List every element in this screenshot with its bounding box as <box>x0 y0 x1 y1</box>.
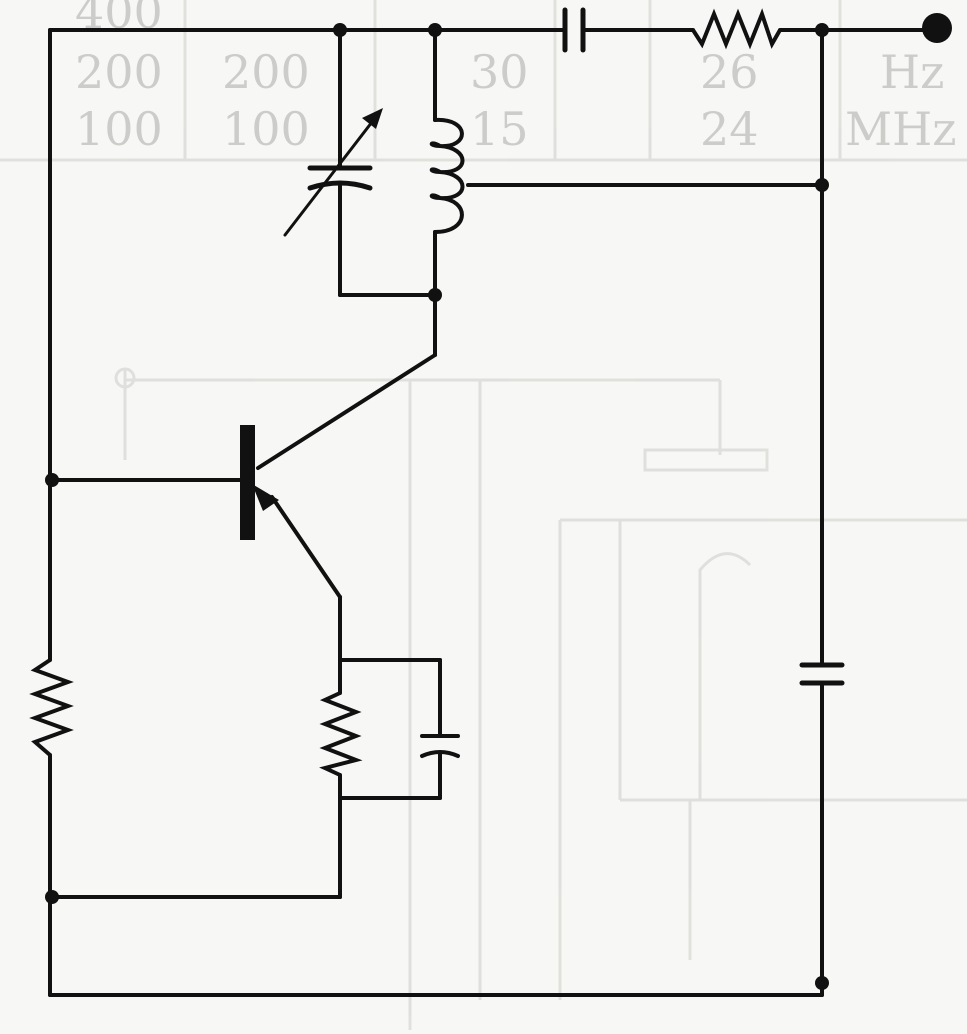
bleed-text-7: 15 <box>470 102 529 156</box>
coupling-capacitor <box>562 7 586 53</box>
bleed-text-4: 200 <box>222 45 310 99</box>
junction-dot <box>45 473 59 487</box>
emitter-resistor <box>319 691 363 777</box>
junction-dot <box>815 23 829 37</box>
bleed-text-5: 100 <box>222 102 310 156</box>
bias-resistor <box>29 658 74 757</box>
bleed-text-2: 200 <box>75 45 163 99</box>
emitter-bypass-capacitor <box>420 734 460 758</box>
bleed-text-10: Hz <box>880 45 944 99</box>
tapped-inductor <box>429 117 465 234</box>
bleed-text-8: 26 <box>700 45 759 99</box>
junction-dot <box>428 288 442 302</box>
bleed-text-1: 400 <box>75 0 163 39</box>
bleed-text-3: 100 <box>75 102 163 156</box>
transistor <box>240 425 279 540</box>
series-resistor <box>691 8 782 50</box>
junction-dot <box>333 23 347 37</box>
bleed-text-9: 24 <box>700 102 759 156</box>
output-terminal <box>922 13 952 43</box>
show-through-text: 400 200 100 200 100 30 15 26 24 Hz MHz <box>75 0 956 156</box>
junction-dot <box>428 23 442 37</box>
supply-bypass-capacitor <box>799 662 845 686</box>
junction-dot <box>45 890 59 904</box>
junction-dots <box>45 23 829 990</box>
wires <box>48 28 937 997</box>
variable-capacitor <box>283 108 383 237</box>
bleed-text-6: 30 <box>470 45 529 99</box>
junction-dot <box>815 976 829 990</box>
junction-dot <box>815 178 829 192</box>
bleed-text-11: MHz <box>845 102 956 156</box>
